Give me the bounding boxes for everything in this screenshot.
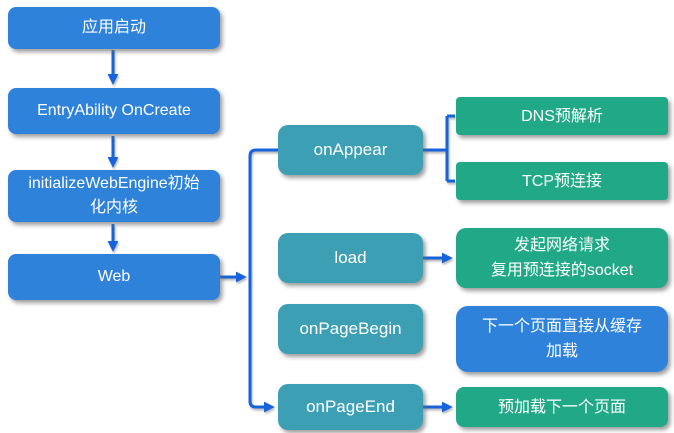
node-label: load bbox=[334, 248, 367, 267]
node-web: Web bbox=[8, 254, 220, 300]
node-dns-preresolve: DNS预解析 bbox=[456, 97, 668, 135]
node-label: TCP预连接 bbox=[521, 172, 602, 190]
node-initialize-web-engine: initializeWebEngine初始 化内核 bbox=[8, 170, 220, 222]
node-app-launch: 应用启动 bbox=[8, 7, 220, 49]
node-onappear: onAppear bbox=[278, 125, 423, 175]
node-tcp-preconnect: TCP预连接 bbox=[456, 162, 668, 200]
node-label-line2: 化内核 bbox=[89, 199, 138, 216]
node-label: EntryAbility OnCreate bbox=[37, 102, 191, 119]
node-label: onAppear bbox=[313, 140, 388, 159]
node-label: onPageBegin bbox=[299, 319, 402, 338]
node-preload-next-page: 预加载下一个页面 bbox=[456, 387, 668, 427]
node-label-line1: 下一个页面直接从缓存 bbox=[481, 318, 642, 335]
node-label: DNS预解析 bbox=[521, 107, 603, 125]
node-network-request-reuse-socket: 发起网络请求 复用预连接的socket bbox=[456, 228, 668, 288]
node-entry-ability-oncreate: EntryAbility OnCreate bbox=[8, 88, 220, 134]
node-next-page-from-cache: 下一个页面直接从缓存 加载 bbox=[456, 306, 668, 372]
bracket-onappear-actions bbox=[423, 114, 455, 183]
node-label: onPageEnd bbox=[306, 397, 395, 416]
node-label: Web bbox=[97, 268, 131, 285]
bracket-web-events bbox=[248, 148, 278, 413]
node-label-line2: 加载 bbox=[545, 343, 578, 360]
node-label-line1: initializeWebEngine初始 bbox=[28, 175, 200, 192]
node-onpagebegin: onPageBegin bbox=[278, 304, 423, 354]
node-load: load bbox=[278, 233, 423, 283]
node-label: 应用启动 bbox=[81, 19, 146, 36]
node-label-line1: 发起网络请求 bbox=[513, 237, 610, 254]
node-label: 预加载下一个页面 bbox=[497, 398, 626, 416]
node-onpageend: onPageEnd bbox=[278, 384, 423, 430]
node-label-line2: 复用预连接的socket bbox=[490, 262, 634, 279]
